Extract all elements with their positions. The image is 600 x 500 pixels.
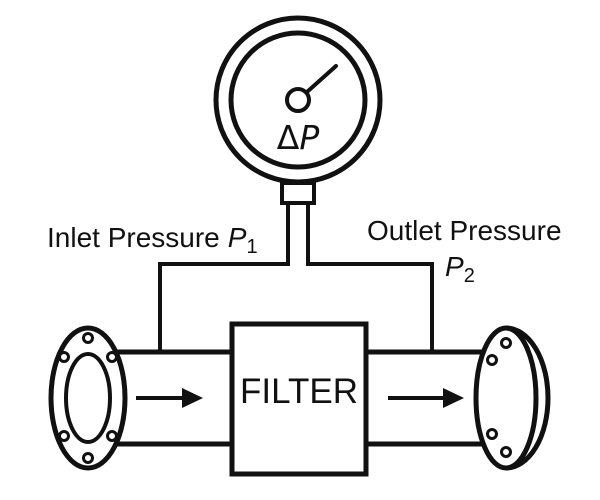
outlet-flange-rim <box>505 325 551 471</box>
inlet-tube-outer <box>158 203 290 352</box>
inlet-pressure-label: Inlet Pressure P1 <box>47 222 258 258</box>
outlet-flange-bolt <box>486 428 498 440</box>
gauge-needle-pivot <box>285 87 311 113</box>
pressure-gauge: ΔP <box>213 15 383 205</box>
outlet-tube-outer <box>306 203 434 352</box>
inlet-flange-bolt <box>106 430 118 442</box>
gauge-delta-symbol: Δ <box>277 118 300 157</box>
inlet-pressure-sub: 1 <box>246 236 257 258</box>
inlet-pressure-var: P <box>228 222 247 253</box>
gauge-p-symbol: P <box>299 118 319 157</box>
outlet-flow-arrow-head <box>443 388 464 408</box>
outlet-pressure-symbol: P2 <box>445 251 475 287</box>
inlet-pipe <box>48 325 232 471</box>
inlet-flange-bolt <box>82 452 94 464</box>
gauge-delta-p-label: ΔP <box>277 118 320 157</box>
filter-housing: FILTER <box>229 321 369 477</box>
outlet-pressure-label: Outlet Pressure <box>367 215 562 246</box>
filter-box <box>229 321 369 477</box>
outlet-pipe <box>366 325 551 471</box>
inlet-flange-bolt <box>106 351 118 363</box>
outlet-pressure-var: P <box>445 251 464 282</box>
outlet-flange-bolt <box>486 354 498 366</box>
outlet-flange-bolt <box>500 446 512 458</box>
outlet-pressure-sub: 2 <box>464 265 475 287</box>
impulse-tubing <box>158 203 434 352</box>
inlet-pipe-bore <box>64 352 112 444</box>
inlet-flange-bolt <box>58 430 70 442</box>
inlet-flange-bolt <box>58 351 70 363</box>
gauge-neck <box>280 181 316 205</box>
inlet-flange-bolt <box>82 332 94 344</box>
inlet-pressure-text: Inlet Pressure <box>47 222 220 253</box>
inlet-flow-arrow-head <box>182 388 203 408</box>
filter-label: FILTER <box>240 372 358 411</box>
outlet-flange-bolt <box>500 337 512 349</box>
